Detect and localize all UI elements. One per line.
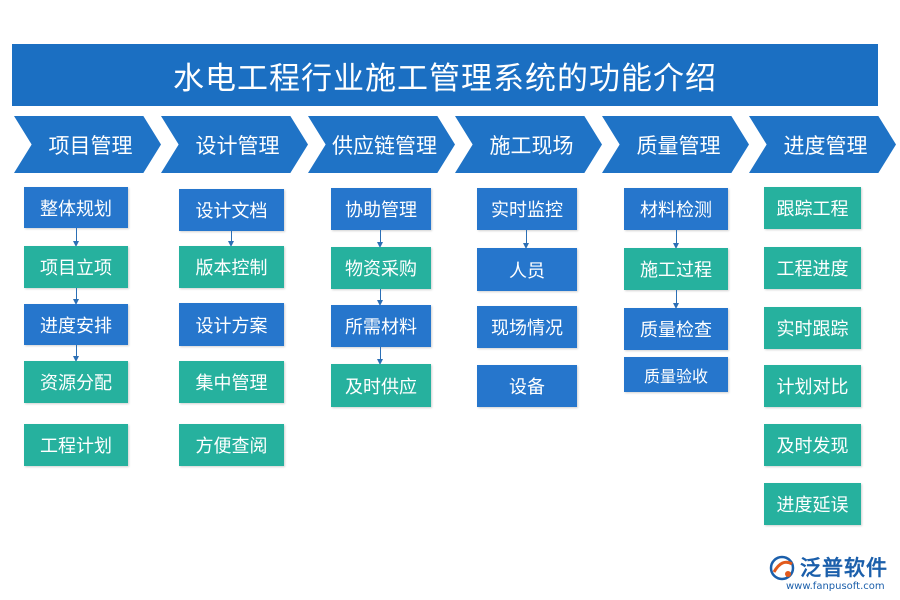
column-header-site: 施工现场: [455, 116, 602, 173]
item-box: 物资采购: [331, 247, 431, 289]
item-box: 工程进度: [764, 247, 861, 289]
item-box: 现场情况: [477, 306, 577, 348]
item-box: 进度安排: [24, 304, 128, 345]
item-box: 所需材料: [331, 305, 431, 347]
item-box: 设备: [477, 365, 577, 407]
item-box: 整体规划: [24, 187, 128, 228]
column-header-design: 设计管理: [161, 116, 308, 173]
item-box: 及时供应: [331, 364, 431, 407]
item-box: 协助管理: [331, 188, 431, 230]
flow-arrow: [523, 230, 529, 249]
page-title: 水电工程行业施工管理系统的功能介绍: [12, 44, 878, 106]
item-box: 设计文档: [179, 189, 284, 231]
flow-arrow: [73, 288, 79, 305]
column-header-project: 项目管理: [14, 116, 161, 173]
fanpu-logo-icon: [769, 555, 795, 581]
flow-arrow: [673, 230, 679, 249]
item-box: 项目立项: [24, 246, 128, 288]
brand-logo: 泛普软件 www.fanpusoft.com: [768, 552, 894, 596]
item-box: 进度延误: [764, 483, 861, 525]
item-box: 实时监控: [477, 188, 577, 230]
item-box: 设计方案: [179, 303, 284, 346]
flow-arrow: [73, 345, 79, 362]
item-box: 计划对比: [764, 365, 861, 407]
item-box: 施工过程: [624, 248, 728, 290]
column-header-progress: 进度管理: [749, 116, 896, 173]
item-box: 质量验收: [624, 357, 728, 392]
item-box: 集中管理: [179, 361, 284, 403]
flow-arrow: [73, 228, 79, 247]
column-header-supply-chain: 供应链管理: [308, 116, 455, 173]
item-box: 跟踪工程: [764, 187, 861, 229]
item-box: 及时发现: [764, 424, 861, 466]
flow-arrow: [377, 289, 383, 306]
item-box: 质量检查: [624, 308, 728, 350]
column-header-quality: 质量管理: [602, 116, 749, 173]
item-box: 人员: [477, 248, 577, 291]
logo-name: 泛普软件: [800, 556, 888, 580]
logo-url: www.fanpusoft.com: [786, 581, 885, 592]
item-box: 实时跟踪: [764, 307, 861, 349]
flow-arrow: [228, 231, 234, 247]
item-box: 资源分配: [24, 361, 128, 403]
item-box: 版本控制: [179, 246, 284, 288]
item-box: 方便查阅: [179, 424, 284, 466]
flow-arrow: [377, 347, 383, 365]
item-box: 工程计划: [24, 424, 128, 466]
item-box: 材料检测: [624, 188, 728, 230]
flow-arrow: [673, 290, 679, 309]
flow-arrow: [377, 230, 383, 248]
